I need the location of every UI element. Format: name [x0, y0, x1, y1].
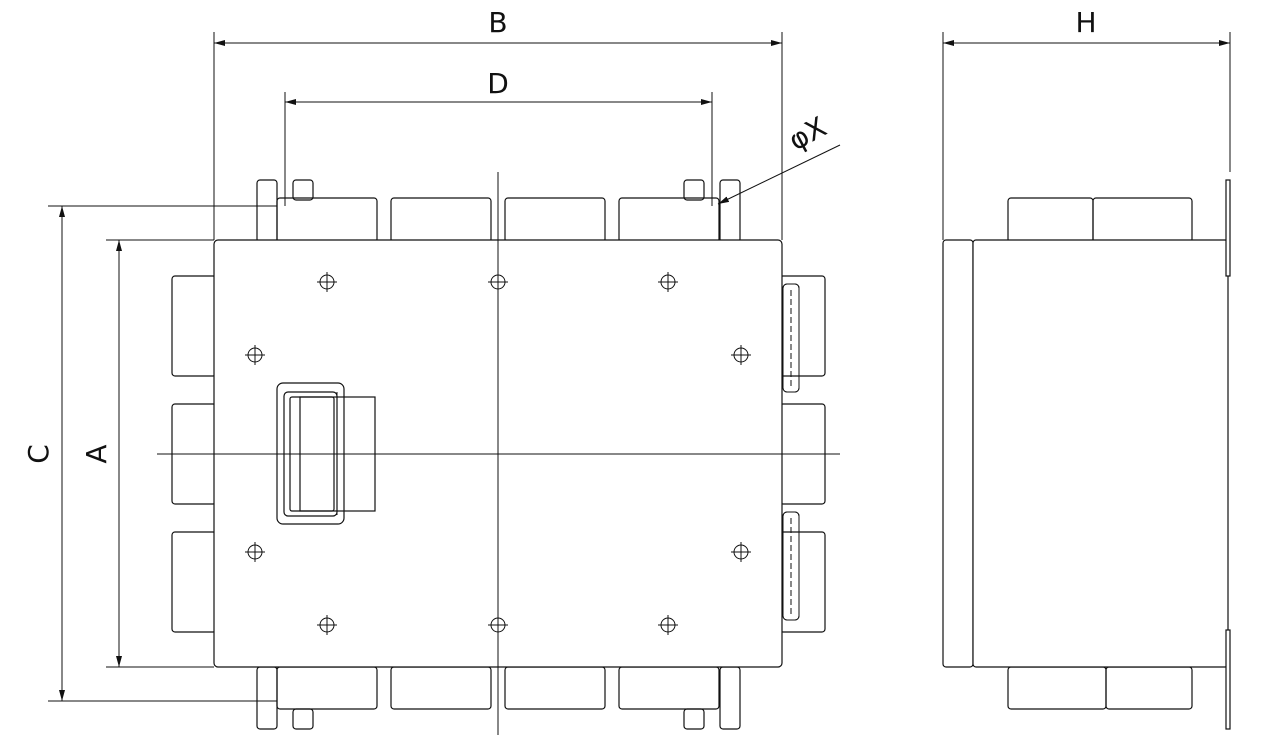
dimension-h: H — [942, 6, 1231, 240]
mounting-hole-icon — [245, 345, 265, 365]
mounting-holes — [245, 272, 751, 635]
mounting-hole-icon — [658, 615, 678, 635]
mounting-hole-icon — [488, 615, 508, 635]
mounting-plate — [1225, 179, 1231, 277]
mounting-hole-icon — [317, 272, 337, 292]
front-view: B D φX C A — [22, 6, 841, 735]
side-body — [972, 239, 1229, 668]
mounting-hole-icon — [731, 542, 751, 562]
side-view: H — [942, 6, 1231, 730]
hinge-outlines — [782, 283, 800, 621]
hole-diameter-label: φX — [783, 110, 832, 157]
dimension-a: A — [80, 239, 214, 668]
hole-diameter-leader: φX — [717, 110, 841, 205]
dimension-h-label: H — [1075, 6, 1096, 39]
mounting-hole-icon — [317, 615, 337, 635]
dimension-a-label: A — [80, 444, 113, 463]
dimension-b-label: B — [488, 6, 507, 39]
mounting-hole-icon — [245, 542, 265, 562]
mounting-hole-icon — [731, 345, 751, 365]
dimension-b: B — [213, 6, 783, 240]
side-body-front-panel — [942, 239, 974, 668]
dimension-d-label: D — [487, 67, 509, 100]
mounting-hole-icon — [488, 272, 508, 292]
dimension-c-label: C — [22, 444, 55, 464]
mounting-hole-icon — [658, 272, 678, 292]
dimension-d: D — [284, 67, 713, 206]
dimension-c: C — [22, 205, 277, 702]
